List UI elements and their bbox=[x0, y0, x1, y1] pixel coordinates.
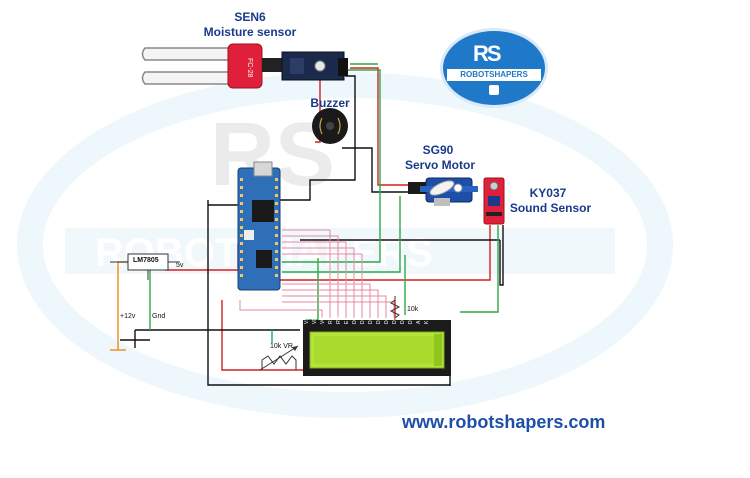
regulator-label: LM7805 bbox=[133, 257, 159, 264]
buzzer-label: Buzzer bbox=[310, 96, 350, 110]
lcd-pin-d0: D0 bbox=[352, 317, 358, 324]
resistor-10k bbox=[389, 296, 401, 322]
sound-sensor-id: KY037 bbox=[529, 186, 567, 200]
lcd-pin-d4: D4 bbox=[384, 317, 390, 324]
moisture-sensor-name: Moisture sensor bbox=[203, 25, 297, 39]
robotshapers-logo: RS ROBOTSHAPERS bbox=[440, 28, 548, 108]
lcd-pin-d5: D5 bbox=[392, 317, 398, 324]
sound-sensor bbox=[483, 177, 505, 225]
lcd-pin-d2: D2 bbox=[368, 317, 374, 324]
arduino-nano bbox=[237, 161, 281, 291]
moisture-sensor: FC-28 bbox=[141, 43, 348, 89]
lcd-pin-d3: D3 bbox=[376, 317, 382, 324]
lcd-pin-d1: D1 bbox=[360, 317, 366, 324]
lm7805-regulator bbox=[110, 253, 180, 280]
website-url: www.robotshapers.com bbox=[402, 412, 606, 432]
lcd-pin-vo: VO bbox=[320, 316, 326, 324]
wire-black bbox=[120, 75, 504, 386]
servo-name: Servo Motor bbox=[404, 158, 475, 172]
lcd-pin-a: A bbox=[416, 320, 422, 324]
sound-sensor-name: Sound Sensor bbox=[509, 201, 592, 215]
lcd-pin-rw: RW bbox=[336, 315, 342, 324]
logo-mark: RS bbox=[473, 41, 502, 66]
buzzer bbox=[312, 108, 348, 144]
robot-icon bbox=[489, 85, 499, 95]
lcd-pin-d6: D6 bbox=[400, 317, 406, 324]
logo-text: ROBOTSHAPERS bbox=[447, 69, 541, 81]
lcd-pin-k: K bbox=[424, 320, 430, 324]
wire-orange bbox=[110, 261, 135, 351]
gnd-label: Gnd bbox=[152, 313, 166, 320]
lcd-pin-rs: RS bbox=[328, 317, 334, 324]
lcd-pin-e: E bbox=[344, 320, 350, 324]
lcd-pin-vss: VSS bbox=[304, 313, 310, 324]
12v-label: +12v bbox=[120, 313, 136, 320]
moisture-sensor-id: SEN6 bbox=[234, 10, 266, 24]
wire-green bbox=[149, 63, 499, 343]
resistor-label: 10k bbox=[407, 306, 419, 313]
servo-id: SG90 bbox=[422, 143, 454, 157]
lcd-pin-d7: D7 bbox=[408, 317, 414, 324]
5v-label: 5v bbox=[176, 262, 184, 269]
potentiometer-10k bbox=[259, 345, 299, 371]
lcd-16x2 bbox=[303, 320, 451, 376]
servo-motor bbox=[408, 177, 478, 206]
lcd-pin-vdd: VDD bbox=[312, 313, 318, 324]
probe-code: FC-28 bbox=[246, 58, 253, 78]
pot-label: 10k VR bbox=[270, 343, 293, 350]
